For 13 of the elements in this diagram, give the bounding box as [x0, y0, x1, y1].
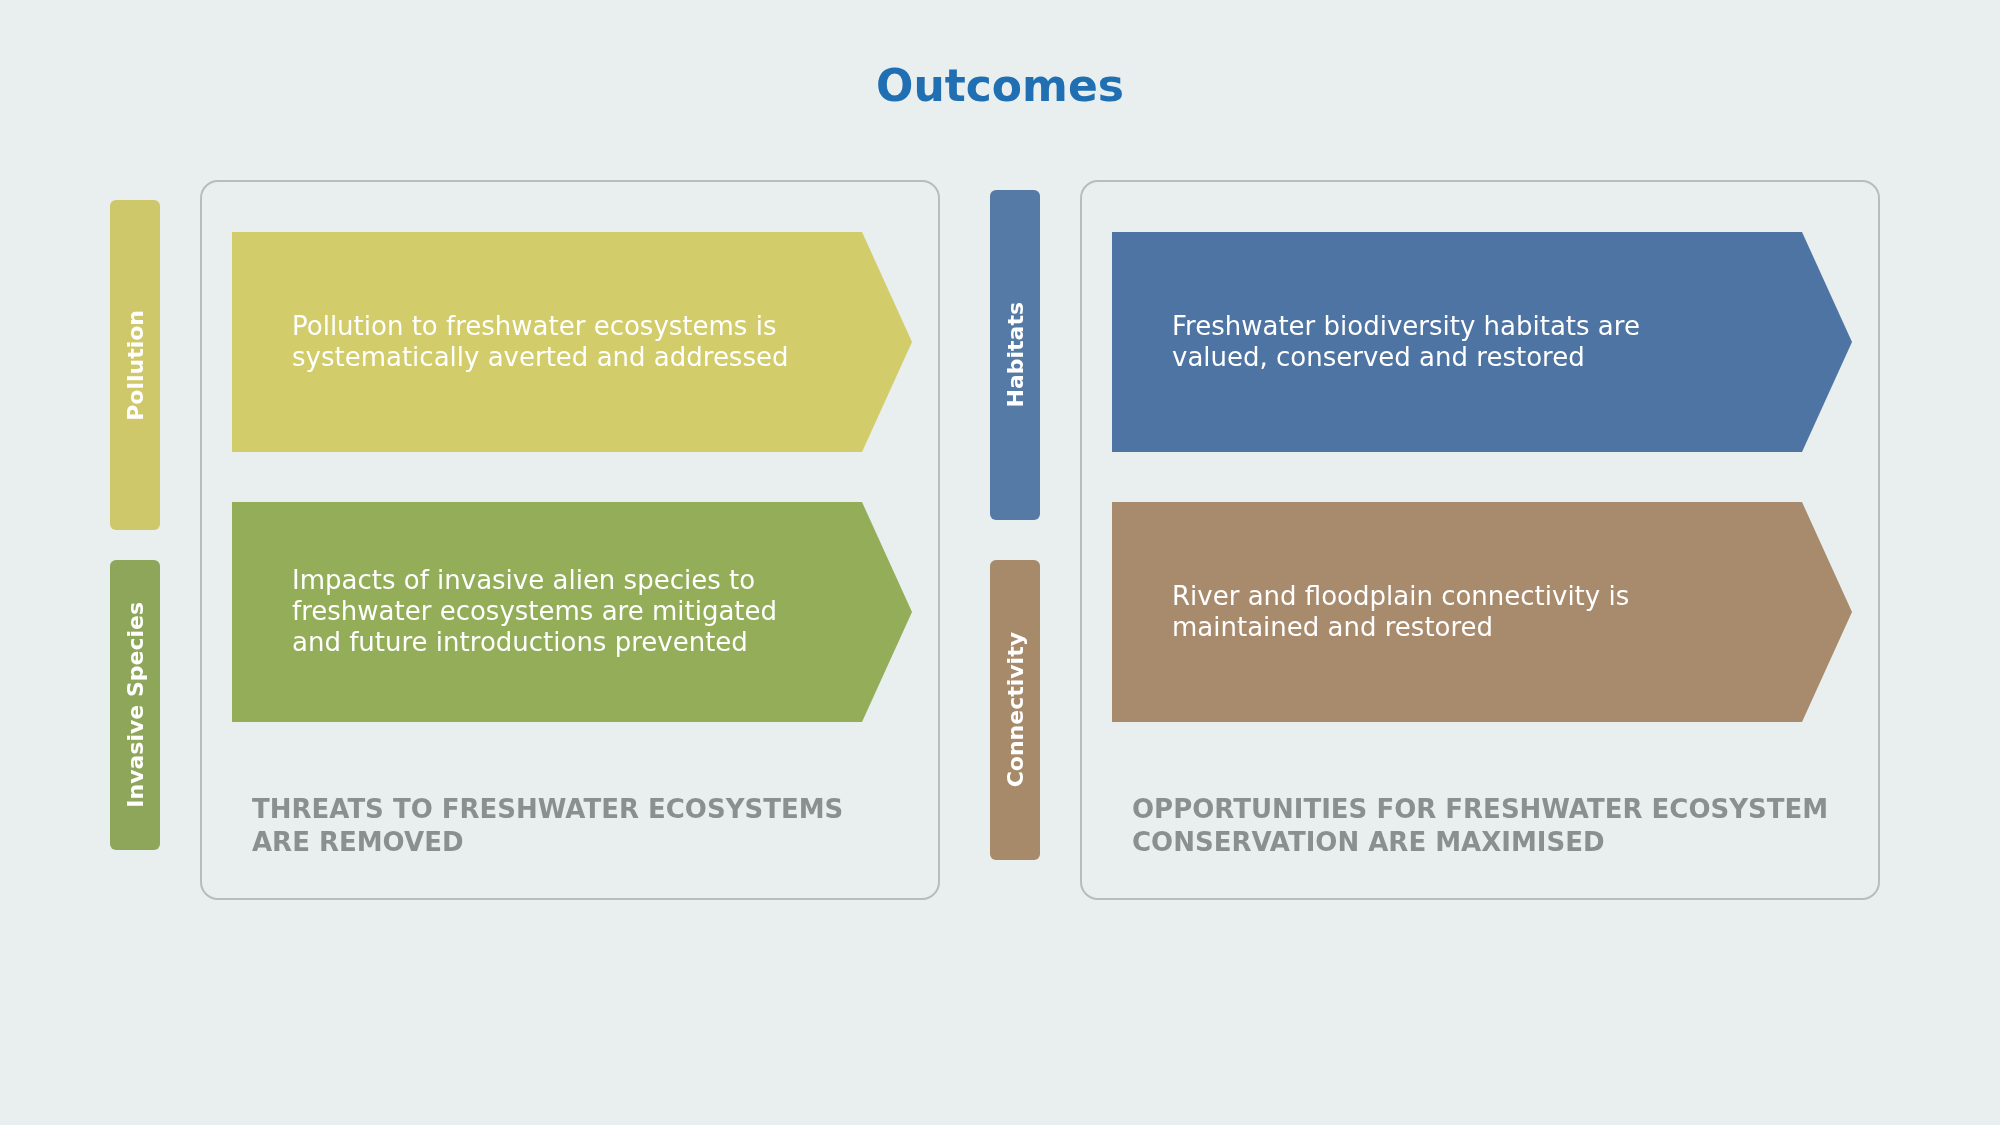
title: Outcomes: [876, 60, 1124, 111]
outcome-text: Freshwater biodiversity habitats are valued, conserved and restored: [1172, 310, 1641, 374]
category-bar: Invasive Species: [110, 560, 160, 850]
group-panel: [200, 180, 940, 900]
panel-heading: OPPORTUNITIES FOR FRESHWATER ECOSYSTEM CONSERVATION ARE MAXIMISED: [1132, 793, 1830, 858]
outcome-text: Impacts of invasive alien species to freshwater ecosystems are mitigated and future introductions prevented: [292, 565, 779, 659]
category-bar: Pollution: [110, 200, 160, 530]
category-bar: Habitats: [990, 190, 1040, 520]
outcome-text: River and floodplain connectivity is maintained and restored: [1172, 580, 1631, 644]
outcome-text: Pollution to freshwater ecosystems is systematically averted and addressed: [292, 310, 790, 374]
panel-heading: THREATS TO FRESHWATER ECOSYSTEMS ARE REMOVED: [252, 793, 845, 858]
group-panel: [1080, 180, 1880, 900]
category-bar: Connectivity: [990, 560, 1040, 860]
